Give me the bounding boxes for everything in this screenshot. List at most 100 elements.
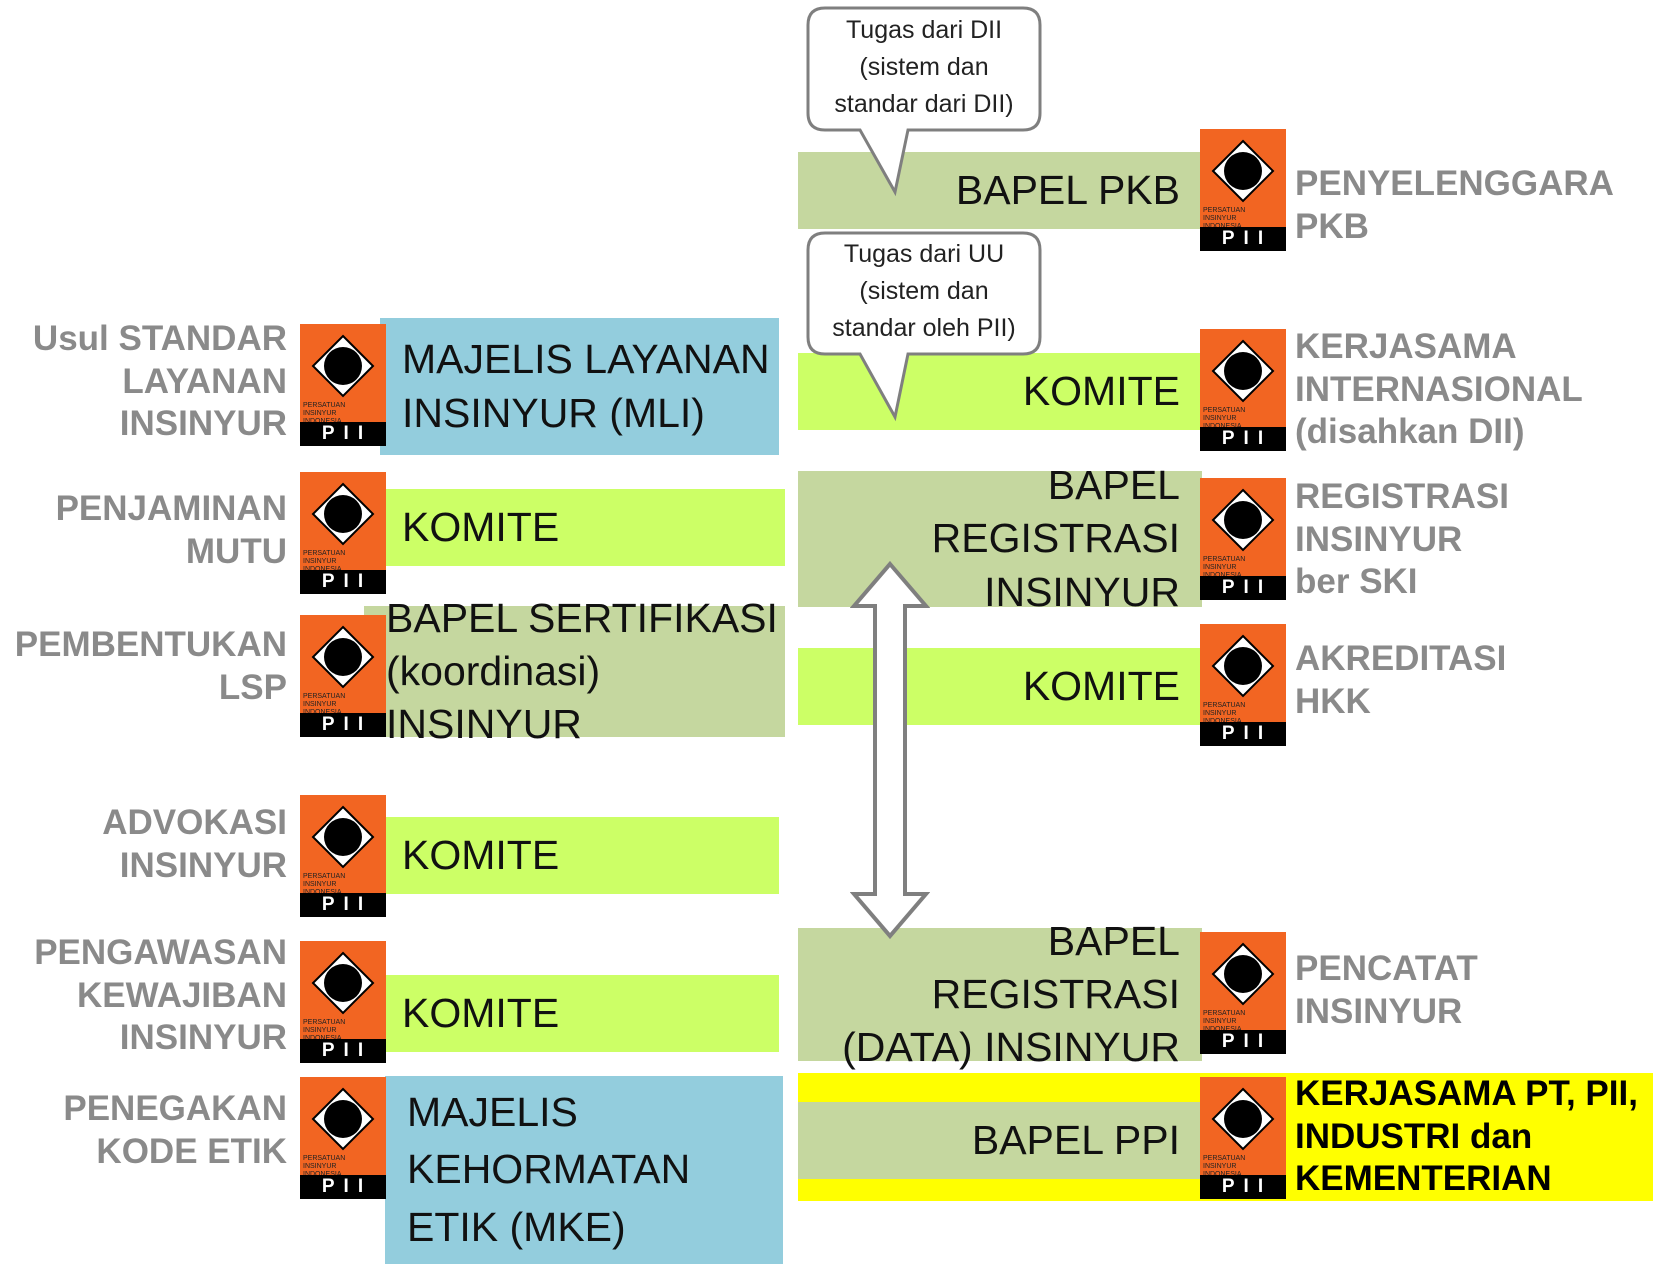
label-line: AKREDITASI <box>1295 639 1507 678</box>
callout-line: standar oleh PII) <box>832 314 1016 342</box>
logo-small-text: PERSATUANINSINYURINDONESIA <box>1203 1010 1246 1033</box>
box-line: (koordinasi) INSINYUR <box>386 647 601 748</box>
label-line: INDUSTRI dan <box>1295 1116 1533 1156</box>
box-line: BAPEL REGISTRASI <box>931 462 1180 562</box>
right-label-kerjasama-internasional: KERJASAMA INTERNASIONAL (disahkan DII) <box>1295 326 1583 454</box>
diamond-emblem-icon <box>1211 339 1275 403</box>
label-line: REGISTRASI <box>1295 477 1509 516</box>
box-komite-pengawasan: KOMITE <box>380 975 779 1052</box>
logo-bar-text: PII <box>1200 722 1286 746</box>
box-komite-akreditasi: KOMITE <box>798 648 1202 725</box>
label-line: PEMBENTUKAN <box>14 625 287 664</box>
label-line: KODE ETIK <box>96 1131 287 1171</box>
label-line: INTERNASIONAL <box>1295 369 1583 409</box>
left-label-advokasi-insinyur: ADVOKASI INSINYUR <box>102 802 287 887</box>
diamond-emblem-icon <box>1211 942 1275 1006</box>
box-line: BAPEL PKB <box>955 166 1180 213</box>
box-line: BAPEL PPI <box>971 1116 1180 1163</box>
pii-logo: PERSATUANINSINYURINDONESIAPII <box>300 324 386 446</box>
label-line: INSINYUR <box>119 1018 287 1058</box>
right-label-pencatat-insinyur: PENCATAT INSINYUR <box>1295 948 1478 1033</box>
logo-small-text: PERSATUANINSINYURINDONESIA <box>1203 556 1246 579</box>
label-line: ber SKI <box>1295 562 1418 602</box>
diamond-emblem-icon <box>311 951 375 1015</box>
pii-logo: PERSATUANINSINYURINDONESIAPII <box>300 472 386 594</box>
logo-bar-text: PII <box>300 713 386 737</box>
box-line: INSINYUR (MLI) <box>402 389 705 436</box>
logo-small-text: PERSATUANINSINYURINDONESIA <box>303 402 346 425</box>
logo-bar-text: PII <box>1200 427 1286 451</box>
box-bapel-registrasi-data: BAPEL REGISTRASI (DATA) INSINYUR <box>798 918 1202 1070</box>
box-line: ETIK (MKE) <box>407 1203 626 1250</box>
label-line: ADVOKASI <box>102 803 287 842</box>
logo-small-text: PERSATUANINSINYURINDONESIA <box>1203 702 1246 725</box>
left-label-pembentukan-lsp: PEMBENTUKAN LSP <box>15 624 287 709</box>
left-label-penjaminan-mutu: PENJAMINAN MUTU <box>56 488 287 573</box>
label-line: PENEGAKAN <box>63 1089 287 1128</box>
logo-small-text: PERSATUANINSINYURINDONESIA <box>1203 1155 1246 1178</box>
pii-logo: PERSATUANINSINYURINDONESIAPII <box>1200 329 1286 451</box>
logo-bar-text: PII <box>1200 576 1286 600</box>
diamond-emblem-icon <box>311 805 375 869</box>
diamond-emblem-icon <box>311 625 375 689</box>
box-bapel-pkb: BAPEL PKB <box>798 152 1202 229</box>
logo-small-text: PERSATUANINSINYURINDONESIA <box>1203 207 1246 230</box>
callout-text-dii: Tugas dari DII (sistem dan standar dari … <box>808 12 1040 123</box>
box-line: KOMITE <box>1022 367 1180 414</box>
label-line: PENJAMINAN <box>55 489 287 528</box>
callout-line: standar dari DII) <box>834 90 1014 118</box>
box-line: BAPEL SERTIFIKASI <box>386 594 778 641</box>
logo-bar-text: PII <box>300 422 386 446</box>
box-line: KOMITE <box>402 831 560 878</box>
diamond-emblem-icon <box>311 334 375 398</box>
label-line: KERJASAMA <box>1295 327 1517 366</box>
pii-logo: PERSATUANINSINYURINDONESIAPII <box>1200 129 1286 251</box>
label-line: INSINYUR <box>1295 991 1463 1031</box>
logo-bar-text: PII <box>300 893 386 917</box>
label-line: (disahkan DII) <box>1295 412 1525 452</box>
pii-logo: PERSATUANINSINYURINDONESIAPII <box>300 615 386 737</box>
box-line: KOMITE <box>1022 662 1180 709</box>
label-line: KERJASAMA PT, PII, <box>1295 1074 1638 1113</box>
box-line: KEHORMATAN <box>407 1146 691 1193</box>
callout-text-uu: Tugas dari UU (sistem dan standar oleh P… <box>808 236 1040 347</box>
logo-bar-text: PII <box>300 1175 386 1199</box>
logo-small-text: PERSATUANINSINYURINDONESIA <box>303 693 346 716</box>
label-line: PENCATAT <box>1295 949 1478 988</box>
right-label-akreditasi-hkk: AKREDITASI HKK <box>1295 638 1506 723</box>
label-line: PENGAWASAN <box>34 933 287 972</box>
pii-logo: PERSATUANINSINYURINDONESIAPII <box>1200 624 1286 746</box>
right-label-penyelenggara-pkb: PENYELENGGARA PKB <box>1295 163 1614 248</box>
left-label-standar-layanan: Usul STANDAR LAYANAN INSINYUR <box>33 318 287 446</box>
box-line: MAJELIS LAYANAN <box>402 336 770 383</box>
diamond-emblem-icon <box>1211 488 1275 552</box>
diamond-emblem-icon <box>1211 139 1275 203</box>
right-label-kerjasama-pt: KERJASAMA PT, PII, INDUSTRI dan KEMENTER… <box>1295 1073 1638 1201</box>
label-line: LAYANAN <box>122 361 287 401</box>
callout-line: Tugas dari UU <box>843 240 1005 268</box>
logo-bar-text: PII <box>1200 1175 1286 1199</box>
logo-small-text: PERSATUANINSINYURINDONESIA <box>303 1155 346 1178</box>
pii-logo: PERSATUANINSINYURINDONESIAPII <box>1200 932 1286 1054</box>
box-bapel-registrasi-insinyur: BAPEL REGISTRASI INSINYUR <box>798 462 1202 615</box>
diamond-emblem-icon <box>311 482 375 546</box>
label-line: KEMENTERIAN <box>1295 1159 1552 1199</box>
right-label-registrasi-insinyur: REGISTRASI INSINYUR ber SKI <box>1295 476 1509 604</box>
callout-line: (sistem dan <box>859 277 989 305</box>
logo-bar-text: PII <box>300 1039 386 1063</box>
box-komite-kerjasama-internasional: KOMITE <box>798 353 1202 430</box>
logo-bar-text: PII <box>1200 1030 1286 1054</box>
box-line: MAJELIS <box>407 1088 578 1135</box>
double-arrow-icon <box>850 560 930 940</box>
left-label-penegakan-kode-etik: PENEGAKAN KODE ETIK <box>63 1088 287 1173</box>
logo-small-text: PERSATUANINSINYURINDONESIA <box>1203 407 1246 430</box>
label-line: Usul STANDAR <box>32 319 287 358</box>
label-line: LSP <box>218 667 287 707</box>
label-line: PKB <box>1295 206 1369 246</box>
box-line: KOMITE <box>402 503 560 550</box>
box-komite-penjaminan-mutu: KOMITE <box>380 489 785 566</box>
diamond-emblem-icon <box>311 1087 375 1151</box>
box-komite-advokasi: KOMITE <box>380 817 779 894</box>
box-bapel-ppi: BAPEL PPI <box>798 1102 1202 1179</box>
pii-logo: PERSATUANINSINYURINDONESIAPII <box>300 795 386 917</box>
